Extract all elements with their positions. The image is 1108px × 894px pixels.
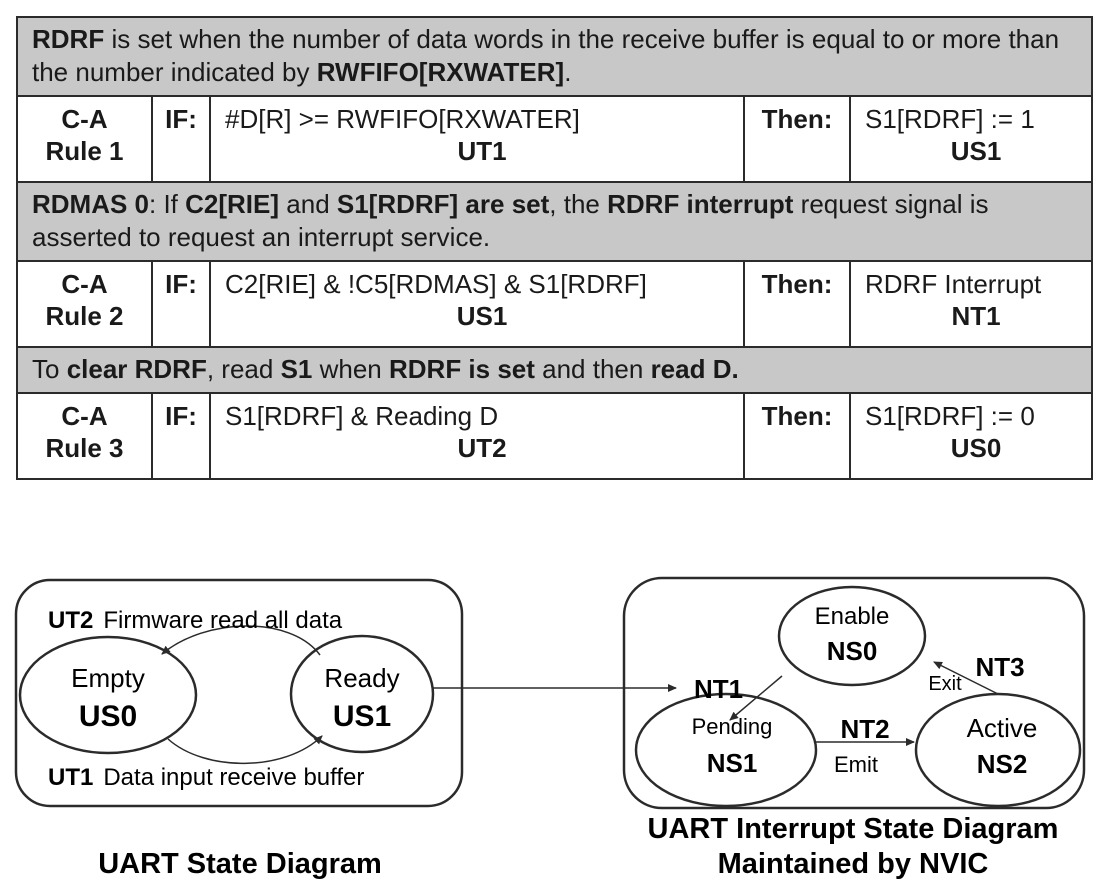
rule-1-description: RDRF is set when the number of data word… xyxy=(16,16,1093,97)
if-label: IF: xyxy=(151,95,211,183)
then-label: Then: xyxy=(743,95,851,183)
state-empty xyxy=(18,635,198,755)
uart-diagram-frame xyxy=(14,578,464,808)
then-label: Then: xyxy=(743,392,851,480)
state-enable xyxy=(777,585,927,687)
edge-nt3-text: Exit xyxy=(928,673,962,695)
edge-ut1 xyxy=(167,735,323,765)
state-ready-code: US1 xyxy=(333,700,391,733)
edge-ut1-code: UT1 xyxy=(48,764,93,791)
edge-nt2-text: Emit xyxy=(834,752,878,777)
uart-diagram-title: UART State Diagram xyxy=(98,848,382,880)
edge-ut2-text: Firmware read all data xyxy=(103,607,342,634)
state-enable-code: NS0 xyxy=(827,636,878,666)
edge-nt2-label: NT2 xyxy=(840,714,889,744)
state-active-name: Active xyxy=(967,713,1038,743)
state-pending-code: NS1 xyxy=(707,748,758,778)
nvic-diagram-title-line2: Maintained by NVIC xyxy=(718,848,989,880)
if-label: IF: xyxy=(151,260,211,348)
state-ready xyxy=(289,634,435,754)
rule-3-description: To clear RDRF, read S1 when RDRF is set … xyxy=(16,346,1093,394)
state-pending xyxy=(634,692,818,808)
rule-2-description: RDMAS 0: If C2[RIE] and S1[RDRF] are set… xyxy=(16,181,1093,262)
rule-table: RDRF is set when the number of data word… xyxy=(16,16,1093,480)
state-empty-name: Empty xyxy=(71,663,145,693)
rule-condition: #D[R] >= RWFIFO[RXWATER]UT1 xyxy=(209,95,745,183)
nvic-diagram-title-line1: UART Interrupt State Diagram xyxy=(648,813,1059,845)
rule-condition: C2[RIE] & !C5[RDMAS] & S1[RDRF]US1 xyxy=(209,260,745,348)
edge-nt1 xyxy=(729,675,783,721)
edge-nt3-label: NT3 xyxy=(975,652,1024,682)
edge-nt1-label: NT1 xyxy=(694,674,743,704)
nvic-diagram-frame xyxy=(622,576,1086,810)
edge-ut1-text: Data input receive buffer xyxy=(103,764,364,791)
state-active-code: NS2 xyxy=(977,749,1028,779)
if-label: IF: xyxy=(151,392,211,480)
state-diagrams: Empty US0 Ready US1 UT2 Firmware read all… xyxy=(14,576,1086,880)
state-enable-name: Enable xyxy=(815,603,890,630)
edge-ut2 xyxy=(161,625,321,656)
state-empty-code: US0 xyxy=(79,700,137,733)
then-label: Then: xyxy=(743,260,851,348)
state-ready-name: Ready xyxy=(324,663,399,693)
edge-nt3 xyxy=(933,661,999,695)
edge-ut2-code: UT2 xyxy=(48,607,93,634)
